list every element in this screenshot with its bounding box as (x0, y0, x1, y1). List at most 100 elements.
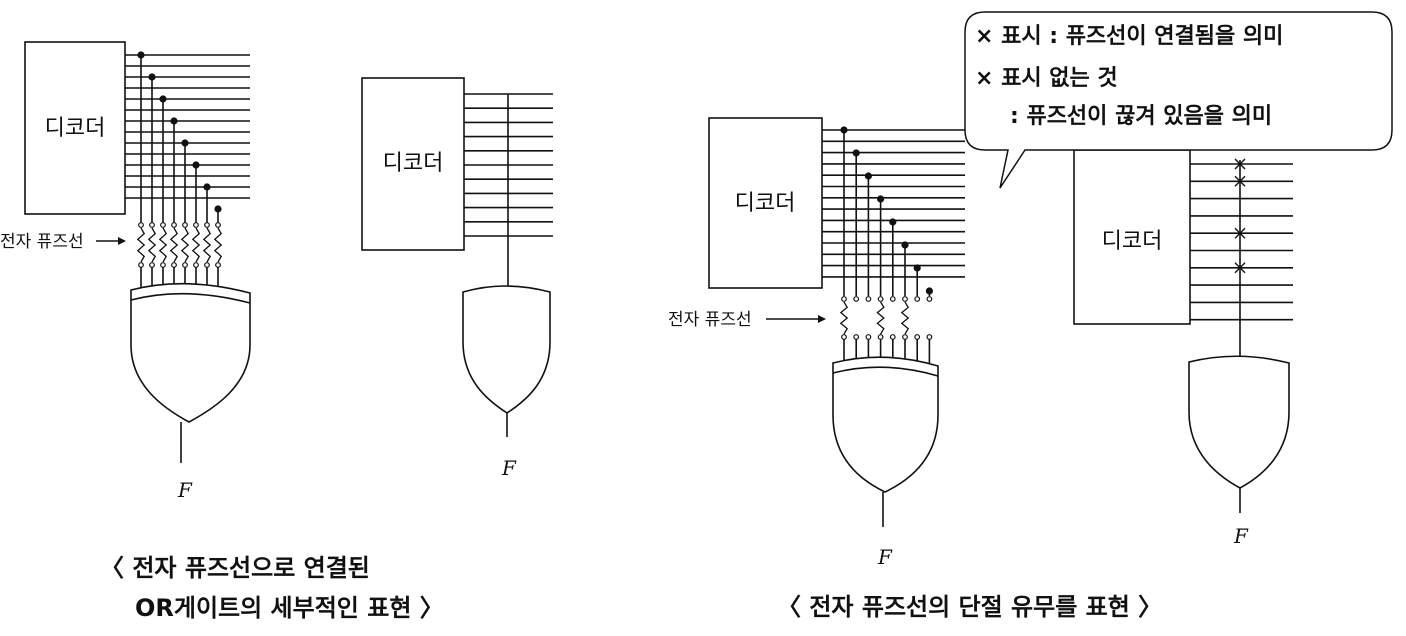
fuse-link (136, 227, 146, 263)
output-label: F (177, 478, 193, 502)
fuse-terminal (160, 222, 166, 228)
fuse-terminal (853, 334, 860, 340)
legend-line2: × 표시 없는 것 (975, 66, 1118, 91)
fuse-link (158, 227, 168, 263)
junction-dot (203, 183, 211, 191)
or-gate (1188, 355, 1290, 489)
decoder-output-lines (1190, 163, 1293, 321)
fuse-terminal (160, 262, 166, 268)
fuse-link (169, 227, 179, 263)
junction-dot (840, 126, 848, 134)
fuse-connected-marks (1234, 158, 1246, 274)
fuse-terminal (902, 296, 908, 302)
fuse-terminal (865, 334, 872, 340)
decoder-output-lines (125, 54, 250, 199)
output-label: F (1233, 524, 1249, 548)
fuse-terminal (865, 296, 872, 302)
fuse-terminal (889, 296, 896, 302)
fuse-terminal (215, 222, 221, 228)
fuse-terminal (149, 222, 155, 228)
junction-dot (913, 264, 921, 272)
junction-dot (852, 149, 860, 157)
fuse-link (191, 227, 201, 263)
fuse-cut-detailed-diagram: 디코더 F 전자 퓨즈선 (668, 117, 965, 569)
legend-line1: × 표시 : 퓨즈선이 연결됨을 의미 (975, 24, 1283, 49)
fuse-link (839, 301, 849, 335)
fuse-terminal (193, 222, 199, 228)
fuse-connected-x-mark (1234, 158, 1246, 170)
fuse-terminal (171, 222, 177, 228)
or-gate-input-curve (832, 366, 939, 377)
fuse-terminal (853, 296, 860, 302)
decoder-label: 디코더 (735, 191, 796, 216)
tap-lines (137, 51, 222, 223)
fuse-terminal (877, 334, 884, 340)
or-gate (130, 282, 251, 423)
decoder-box (24, 41, 126, 215)
fuse-terminal (889, 334, 896, 340)
fuse-terminal (138, 262, 144, 268)
fuse-terminal (182, 222, 188, 228)
caption-left-line1: 〈 전자 퓨즈선으로 연결된 (100, 554, 370, 582)
fuse-terminal (171, 262, 177, 268)
junction-dot (901, 241, 909, 249)
junction-dot (214, 205, 222, 213)
legend-callout: × 표시 : 퓨즈선이 연결됨을 의미 × 표시 없는 것 : 퓨즈선이 끊겨 … (964, 11, 1393, 189)
fuse-label: 전자 퓨즈선 (668, 310, 752, 330)
fuse-connected-x-mark (1234, 262, 1246, 274)
fuse-terminal (902, 334, 908, 340)
decoder-label: 디코더 (383, 151, 444, 176)
fuse-connected-x-mark (1234, 175, 1246, 187)
decoder-label: 디코더 (45, 116, 106, 141)
fuse-link (180, 227, 190, 263)
junction-dot (925, 287, 934, 295)
output-label: F (501, 456, 517, 480)
decoder-box (708, 117, 823, 289)
output-label: F (877, 545, 893, 569)
tap-lines (840, 126, 934, 296)
junction-dot (137, 51, 145, 59)
junction-dot (889, 218, 897, 226)
fuse-terminal (926, 334, 933, 340)
decoder-label: 디코더 (1102, 229, 1163, 254)
fuse-cut-simplified-diagram: 디코더 F (1073, 149, 1293, 548)
fuse-terminal (914, 334, 921, 340)
legend-line3: : 퓨즈선이 끊겨 있음을 의미 (1010, 104, 1272, 129)
fuse-terminal (149, 262, 155, 268)
fuse-terminal (215, 262, 221, 268)
junction-dot (864, 172, 873, 180)
junction-dot (148, 73, 156, 81)
junction-dot (170, 117, 178, 125)
fuse-connected-x-mark (1234, 227, 1246, 239)
legend-bubble (964, 11, 1393, 189)
caption-left-line2: OR게이트의 세부적인 표현 〉 (135, 594, 444, 622)
fuse-link (147, 227, 157, 263)
simplified-fuse-diagram: 디코더 F (361, 77, 553, 480)
junction-dot (181, 139, 189, 147)
caption-right: 〈 전자 퓨즈선의 단절 유무를 표현 〉 (777, 593, 1162, 621)
fuse-terminal (926, 296, 933, 302)
fuse-terminal (841, 296, 847, 302)
or-gate-input-curve (130, 292, 251, 304)
decoder-box (361, 77, 465, 251)
junction-dot (159, 95, 167, 103)
or-gate (832, 356, 939, 493)
fuse-links (839, 296, 933, 364)
fuse-links (136, 222, 223, 292)
fuse-arrow-head (118, 237, 126, 245)
detailed-fuse-diagram: 디코더 F 전자 퓨즈선 (0, 41, 251, 502)
fuse-terminal (193, 262, 199, 268)
or-gate (462, 285, 551, 414)
fuse-terminal (138, 222, 144, 228)
fuse-terminal (204, 222, 210, 228)
fuse-terminal (204, 262, 210, 268)
fuse-link (876, 301, 885, 335)
fuse-label: 전자 퓨즈선 (0, 232, 84, 252)
fuse-terminal (914, 296, 921, 302)
fuse-link (213, 227, 223, 263)
junction-dot (192, 161, 200, 169)
fuse-arrow-head (818, 315, 826, 323)
fuse-link (900, 301, 910, 335)
fuse-terminal (877, 296, 884, 302)
